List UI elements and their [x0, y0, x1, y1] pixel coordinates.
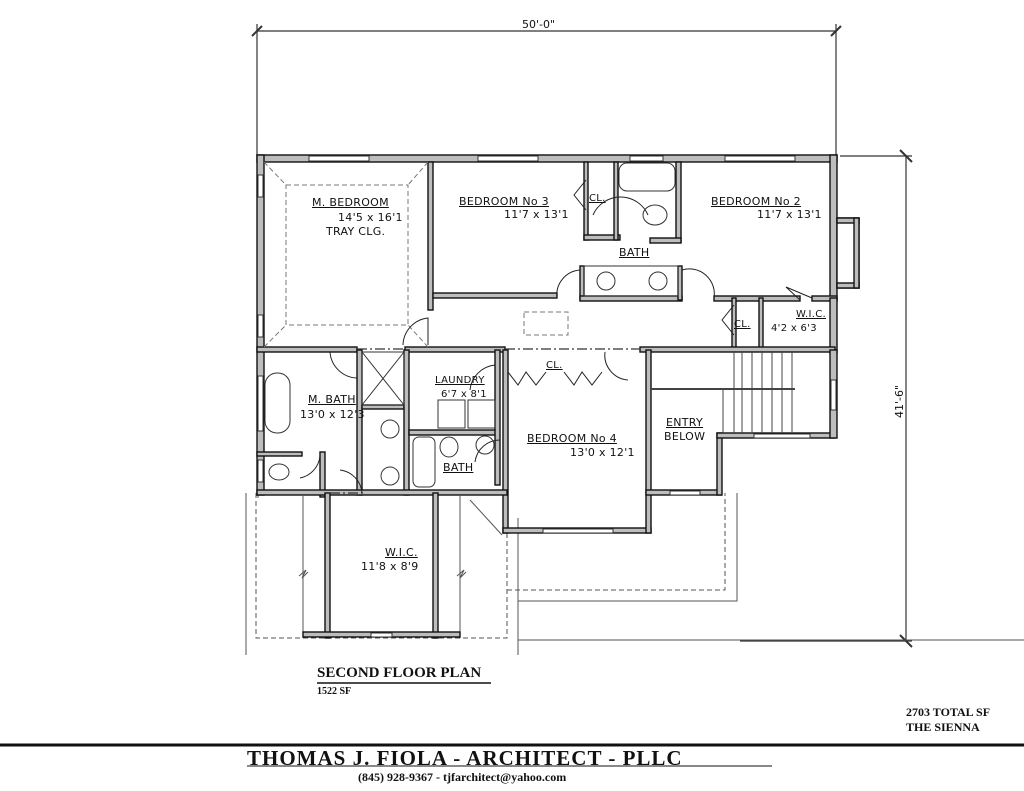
plan-area: 1522 SF	[317, 686, 352, 697]
depth-dimension-line	[740, 149, 913, 648]
master-bedroom-note: TRAY CLG.	[326, 225, 386, 238]
fixtures	[264, 162, 679, 488]
hall-closet-label: CL.	[734, 319, 751, 330]
bedroom2-size: 11'7 x 13'1	[757, 208, 822, 221]
bedroom3-size: 11'7 x 13'1	[504, 208, 569, 221]
bedroom3-label: BEDROOM No 3	[459, 195, 549, 208]
depth-dimension-label: 41'-6"	[893, 384, 906, 418]
hall-bath-label: BATH	[619, 246, 650, 259]
doors	[299, 196, 813, 494]
width-dimension-label: 50'-0"	[522, 18, 556, 31]
bedroom4-closet-label: CL.	[546, 360, 563, 371]
master-bath-label: M. BATH	[308, 393, 356, 406]
model-name: THE SIENNA	[906, 720, 980, 734]
master-bedroom-label: M. BEDROOM	[312, 196, 389, 209]
porch-outline	[245, 493, 1024, 655]
bedroom2-wic-label: W.I.C.	[796, 309, 827, 320]
laundry-size: 6'7 x 8'1	[441, 389, 487, 400]
plan-title: SECOND FLOOR PLAN	[317, 665, 482, 681]
laundry-label: LAUNDRY	[435, 375, 485, 386]
total-sf: 2703 TOTAL SF	[906, 705, 991, 719]
bedroom4-size: 13'0 x 12'1	[570, 446, 635, 459]
entry-below-label: BELOW	[664, 430, 706, 443]
tray-ceiling	[263, 161, 569, 348]
firm-contact: (845) 928-9367 - tjfarchitect@yahoo.com	[358, 770, 567, 784]
bedroom4-bath-label: BATH	[443, 461, 474, 474]
width-dimension-line	[251, 24, 842, 155]
bedroom4-label: BEDROOM No 4	[527, 432, 617, 445]
closet-doors	[507, 179, 735, 386]
master-bath-size: 13'0 x 12'3	[300, 408, 365, 421]
stairs	[651, 352, 795, 433]
bedroom2-label: BEDROOM No 2	[711, 195, 801, 208]
master-wic-size: 11'8 x 8'9	[361, 560, 419, 573]
entry-label: ENTRY	[666, 416, 704, 429]
hall-line	[330, 348, 640, 494]
firm-name: THOMAS J. FIOLA - ARCHITECT - PLLC	[247, 746, 683, 770]
windows	[257, 155, 837, 638]
master-bedroom-size: 14'5 x 16'1	[338, 211, 403, 224]
bedroom3-closet-label: CL.	[589, 193, 606, 204]
master-wic-label: W.I.C.	[385, 546, 418, 559]
bedroom2-wic-size: 4'2 x 6'3	[771, 323, 817, 334]
